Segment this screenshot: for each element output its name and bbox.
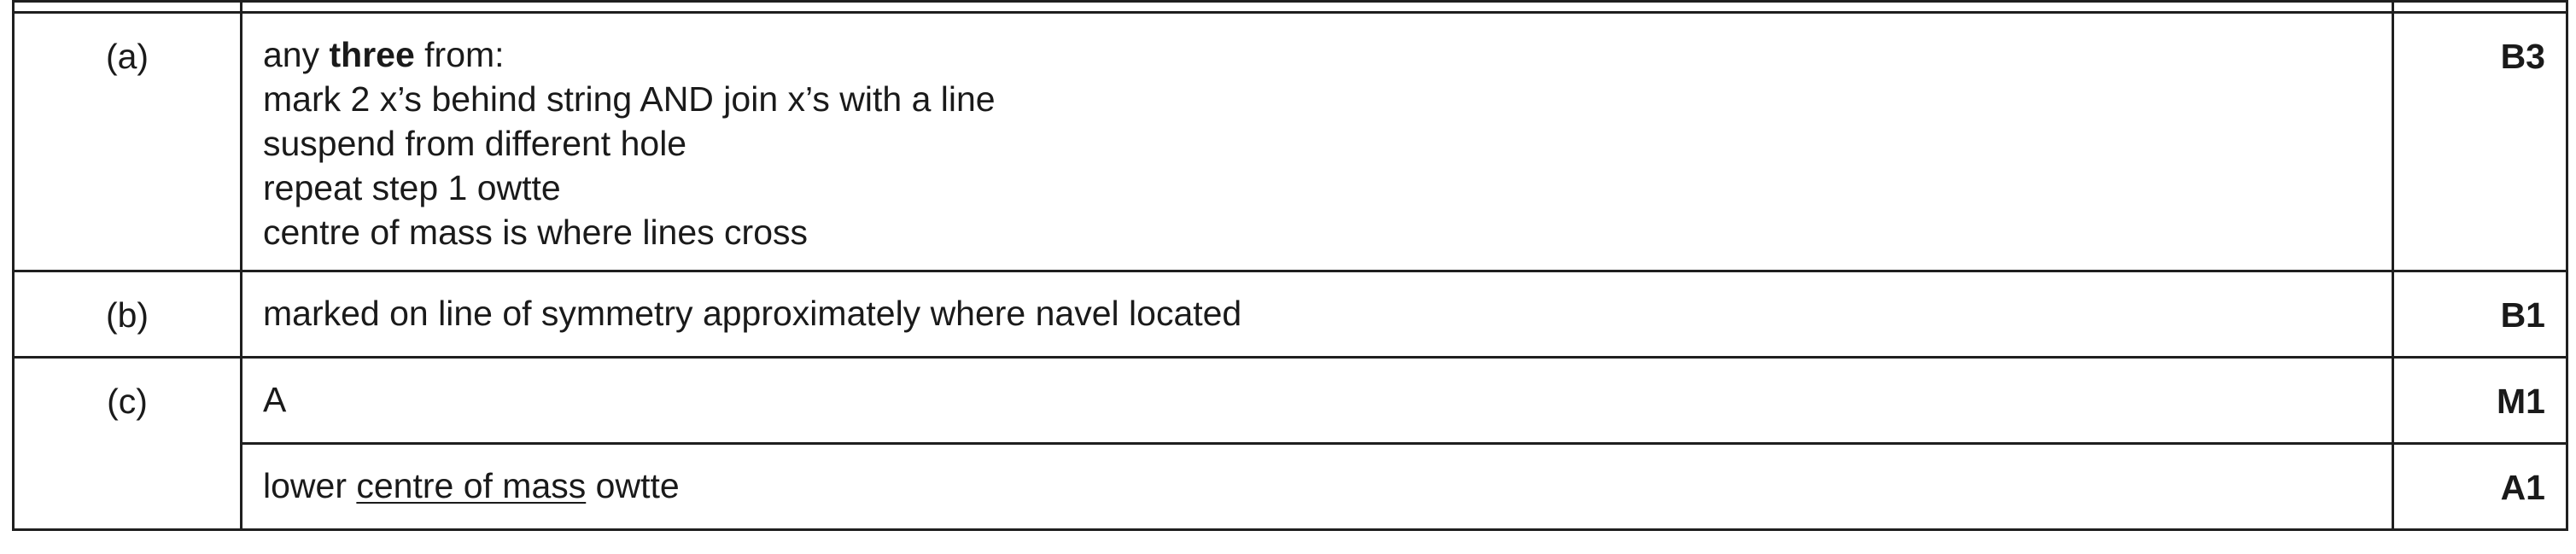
table-row-part-c-1: (c) A M1 — [12, 356, 2568, 531]
marks-c-2: A1 — [2392, 442, 2568, 531]
table-row-part-a: (a) any three from: mark 2 x’s behind st… — [12, 11, 2568, 272]
part-label-a: (a) — [12, 11, 242, 272]
answer-c-1: A — [240, 356, 2394, 445]
answer-a-intro-suffix: from: — [414, 35, 505, 74]
top-strip-part-cell — [12, 0, 242, 14]
marks-b: B1 — [2392, 270, 2568, 359]
answer-a-intro: any three from: — [263, 32, 2392, 77]
answer-a-line-4: centre of mass is where lines cross — [263, 213, 809, 252]
mark-scheme-table: (a) any three from: mark 2 x’s behind st… — [12, 0, 2568, 531]
top-strip-marks-cell — [2392, 0, 2568, 14]
top-strip-answer-cell — [240, 0, 2394, 14]
marks-a: B3 — [2392, 11, 2568, 272]
answer-c-2-underlined: centre of mass — [356, 466, 587, 505]
answer-a-intro-bold: three — [329, 35, 415, 74]
table-row-part-b: (b) marked on line of symmetry approxima… — [12, 270, 2568, 359]
table-top-strip — [12, 0, 2568, 14]
answer-c-2-suffix: owtte — [586, 466, 680, 505]
answer-c-2-prefix: lower — [263, 466, 357, 505]
part-label-c: (c) — [12, 356, 242, 531]
answer-b: marked on line of symmetry approximately… — [240, 270, 2394, 359]
answer-cell-a: any three from: mark 2 x’s behind string… — [240, 11, 2394, 272]
table-row-part-c-2: lower centre of mass owtte A1 — [14, 442, 2568, 531]
answer-c-2: lower centre of mass owtte — [240, 442, 2394, 531]
answer-a-line-1: mark 2 x’s behind string AND join x’s wi… — [263, 79, 996, 119]
answer-a-line-3: repeat step 1 owtte — [263, 168, 561, 207]
marks-c-1: M1 — [2392, 356, 2568, 445]
part-label-b: (b) — [12, 270, 242, 359]
answer-a-line-2: suspend from different hole — [263, 124, 687, 163]
answer-a-intro-prefix: any — [263, 35, 330, 74]
